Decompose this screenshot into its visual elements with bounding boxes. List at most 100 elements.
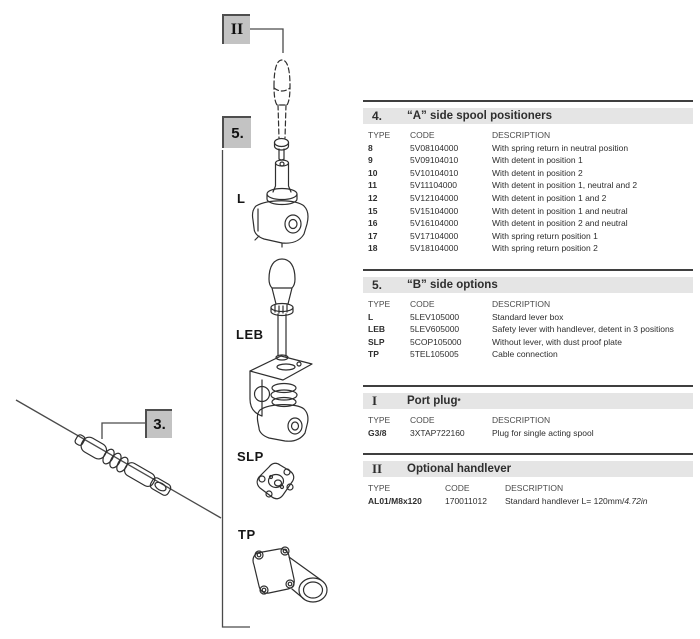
part-label-dust-plate: SLP	[237, 449, 264, 464]
imperial-dimension: 4.72in	[624, 495, 648, 506]
section-number: I	[372, 393, 378, 408]
col-description: DESCRIPTION	[492, 415, 551, 425]
col-type: TYPE	[368, 483, 391, 493]
table-cell: 5LEV105000	[410, 311, 460, 322]
divider	[363, 100, 693, 102]
table-cell: With detent in position 2	[492, 167, 583, 178]
section-a-side-positioners: 4. “A” side spool positioners TYPE CODE …	[363, 100, 693, 255]
table-row: G3/8 3XTAP722160 Plug for single acting sp…	[368, 427, 693, 440]
table-row: 10 5V10104010 With detent in position 2	[368, 167, 693, 180]
cell-type: AL01/M8x120	[368, 495, 422, 506]
col-code: CODE	[410, 299, 435, 309]
exploded-view-diagram	[15, 28, 328, 628]
col-description: DESCRIPTION	[505, 483, 564, 493]
table-cell: 18	[368, 243, 378, 254]
table-cell: With detent in position 1 and neutral	[492, 205, 628, 216]
table-cell: 5V12104000	[410, 192, 459, 203]
table-body: G3/8 3XTAP722160 Plug for single acting sp…	[368, 427, 693, 440]
table-cell: With spring return in neutral position	[492, 142, 629, 153]
table-cell: With detent in position 1	[492, 155, 583, 166]
ref-tag-cable: 3.	[145, 409, 172, 438]
table-cell: 5V09104010	[410, 155, 459, 166]
col-type: TYPE	[368, 130, 391, 140]
divider	[363, 269, 693, 271]
table-cell: 16	[368, 218, 378, 229]
table-row: 9 5V09104010 With detent in position 1	[368, 154, 693, 167]
table-cell: Safety lever with handlever, detent in 3…	[492, 324, 674, 335]
divider	[363, 453, 693, 455]
table-row: AL01/M8x120 170011012 Standard handlever…	[368, 495, 693, 508]
table-cell: 5V18104000	[410, 243, 459, 254]
table-cell: Without lever, with dust proof plate	[492, 336, 622, 347]
table-cell: With detent in position 2 and neutral	[492, 218, 628, 229]
table-cell: TP	[368, 349, 379, 360]
table-cell: 3XTAP722160	[410, 427, 465, 438]
table-cell: 5V10104010	[410, 167, 459, 178]
col-code: CODE	[445, 483, 470, 493]
table-cell: G3/8	[368, 427, 387, 438]
table-row: TP 5TEL105005 Cable connection	[368, 348, 693, 361]
table-cell: 5V08104000	[410, 142, 459, 153]
table-cell: 11	[368, 180, 377, 191]
section-number: 5.	[372, 278, 383, 292]
table-cell: 5V16104000	[410, 218, 459, 229]
section-header: 4. “A” side spool positioners	[363, 108, 693, 124]
divider	[363, 385, 693, 387]
table-cell: 10	[368, 167, 378, 178]
section-header: I Port plug *	[363, 393, 693, 409]
table-cell: With spring return position 1	[492, 230, 598, 241]
part-label-cable-conn: TP	[238, 527, 256, 542]
col-type: TYPE	[368, 415, 391, 425]
ref-line-handlever	[250, 28, 284, 53]
col-code: CODE	[410, 130, 435, 140]
parts-table: TYPE CODE DESCRIPTION AL01/M8x120 170011…	[363, 482, 693, 507]
ref-tag-b-side: 5.	[222, 116, 251, 148]
section-optional-handlever: II Optional handlever TYPE CODE DESCRIPT…	[363, 453, 693, 507]
dust-plate-drawing	[256, 462, 295, 500]
table-cell: SLP	[368, 336, 385, 347]
table-header-row: TYPE CODE DESCRIPTION	[368, 129, 693, 142]
table-cell: Cable connection	[492, 349, 558, 360]
section-b-side-options: 5. “B” side options TYPE CODE DESCRIPTIO…	[363, 269, 693, 361]
section-number: II	[372, 461, 383, 476]
table-cell: 15	[368, 205, 378, 216]
table-cell: 5V17104000	[410, 230, 459, 241]
table-cell: L	[368, 311, 374, 322]
part-label-lever-box: L	[237, 191, 246, 206]
cable-axis-line	[15, 399, 222, 519]
table-cell: 12	[368, 192, 378, 203]
section-title: “A” side spool positioners	[407, 110, 553, 122]
cable-end-drawing	[74, 434, 172, 496]
table-header-row: TYPE CODE DESCRIPTION	[368, 298, 693, 311]
part-label-safety-lever: LEB	[236, 327, 264, 342]
section-header: II Optional handlever	[363, 461, 693, 477]
section-title: Port plug	[407, 395, 458, 407]
table-header-row: TYPE CODE DESCRIPTION	[368, 482, 693, 495]
footnote-marker: *	[457, 396, 461, 406]
col-description: DESCRIPTION	[492, 299, 551, 309]
cable-connection-drawing	[252, 546, 328, 603]
table-cell: 5V11104000	[410, 180, 457, 191]
table-cell: Plug for single acting spool	[492, 427, 594, 438]
table-cell: LEB	[368, 324, 385, 335]
table-cell: 5V15104000	[410, 205, 459, 216]
safety-lever-drawing	[249, 258, 313, 442]
table-header-row: TYPE CODE DESCRIPTION	[368, 414, 693, 427]
table-cell: 5TEL105005	[410, 349, 459, 360]
table-cell: 9	[368, 155, 373, 166]
section-header: 5. “B” side options	[363, 277, 693, 293]
cell-description: Standard handlever L= 120mm/4.72in	[505, 495, 648, 506]
table-cell: 5LEV605000	[410, 324, 460, 335]
ref-tag-handlever: II	[222, 14, 250, 44]
